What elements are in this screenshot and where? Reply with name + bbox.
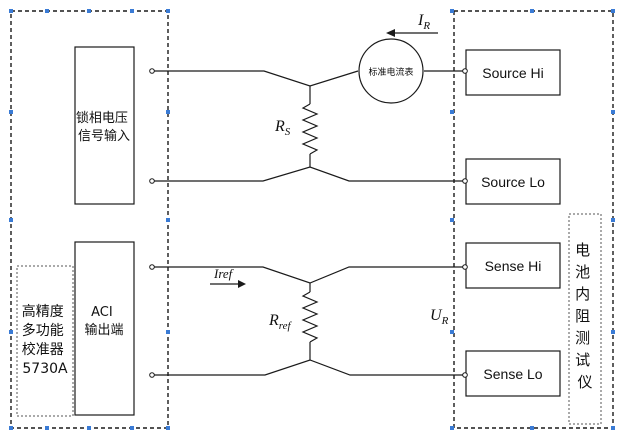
ref-signal-input-label: 锁相电压 信号输入 xyxy=(76,110,132,144)
current-iref-arrow xyxy=(210,280,246,288)
tester-label-box xyxy=(568,213,602,425)
selection-handles xyxy=(9,9,615,430)
sense-hi-label: Sense Hi xyxy=(485,258,542,274)
source-hi-label: Source Hi xyxy=(482,65,543,81)
voltage-ur-label: UR xyxy=(430,307,449,327)
current-iref-label: Iref xyxy=(213,266,235,281)
ammeter-circle xyxy=(358,38,424,104)
resistor-rref-label: Rref xyxy=(268,312,293,332)
source-lo-box xyxy=(465,158,561,205)
calibrator-label: 高精度 多功能 校准器 5730A xyxy=(22,303,68,377)
tester-label: 电 池 内 阻 测 试 仪 xyxy=(575,241,595,391)
current-ir-arrow xyxy=(386,29,438,37)
terminal-dots xyxy=(149,68,468,378)
sense-lo-label: Sense Lo xyxy=(483,366,542,382)
sense-hi-box xyxy=(465,242,561,289)
ammeter-label: 标准电流表 xyxy=(368,66,413,78)
sense-lo-box xyxy=(465,350,561,397)
sense-circuit-wires xyxy=(154,266,463,376)
calibrator-label-box xyxy=(16,265,74,417)
resistor-rs-label: RS xyxy=(274,118,291,138)
source-circuit-wires xyxy=(154,70,463,182)
aci-output-box xyxy=(74,241,135,416)
source-hi-box xyxy=(465,49,561,96)
source-lo-label: Source Lo xyxy=(481,174,545,190)
ref-signal-input-box xyxy=(74,46,135,205)
aci-output-label: ACI 输出端 xyxy=(84,305,123,338)
current-ir-label: IR xyxy=(417,12,430,32)
